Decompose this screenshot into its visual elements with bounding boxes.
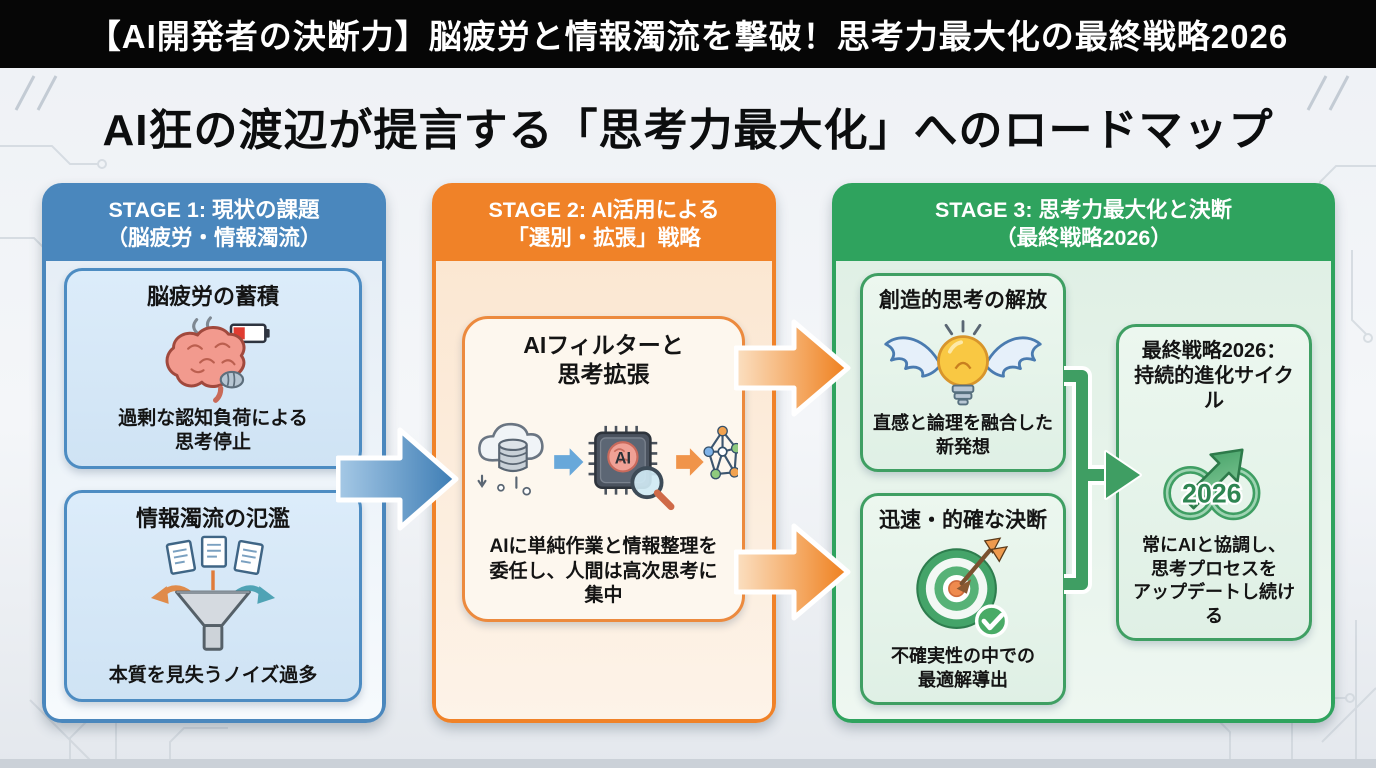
top-banner: 【AI開発者の決断力】脳疲労と情報濁流を撃破！思考力最大化の最終戦略2026 bbox=[0, 0, 1376, 68]
winged-lightbulb-icon bbox=[884, 320, 1042, 406]
decision-card: 迅速・的確な決断 不確実性の中での 最適解導出 bbox=[860, 493, 1066, 705]
brain-fatigue-caption: 過剰な認知負荷による 思考停止 bbox=[118, 407, 308, 454]
creative-thinking-caption: 直感と論理を融合した 新発想 bbox=[873, 413, 1053, 457]
stage3-merge-connector-arrow bbox=[1064, 366, 1142, 594]
ai-filter-card: AIフィルターと 思考拡張 bbox=[462, 316, 745, 622]
orange-step-arrow-icon bbox=[675, 447, 704, 476]
final-strategy-caption: 常にAIと協調し、 思考プロセスを アップデートし続ける bbox=[1133, 535, 1295, 626]
stage1-header: STAGE 1: 現状の課題 （脳疲労・情報濁流） bbox=[46, 187, 382, 261]
creative-thinking-title: 創造的思考の解放 bbox=[879, 289, 1047, 312]
growth-cycle-2026-icon: 2026 bbox=[1163, 448, 1261, 521]
ai-chip-magnifier-icon: AI bbox=[588, 425, 674, 510]
stage3-body: 創造的思考の解放 直感と論理を融合した 新発想 迅速・的 bbox=[836, 261, 1331, 719]
stage1-to-stage2-arrow bbox=[336, 427, 459, 531]
stage1-body: 脳疲労の蓄積 過剰な認知負荷による 思考停止 bbox=[46, 261, 382, 719]
bottom-strip bbox=[0, 759, 1376, 768]
stage1-panel: STAGE 1: 現状の課題 （脳疲労・情報濁流） 脳疲労の蓄積 bbox=[42, 183, 386, 723]
ai-filter-title: AIフィルターと 思考拡張 bbox=[523, 332, 684, 387]
target-arrow-check-icon bbox=[916, 537, 1009, 638]
cloud-database-icon bbox=[477, 422, 544, 496]
stage3-header: STAGE 3: 思考力最大化と決断 （最終戦略2026） bbox=[836, 187, 1331, 261]
creative-thinking-card: 創造的思考の解放 直感と論理を融合した 新発想 bbox=[860, 273, 1066, 472]
cycle-2026-label: 2026 bbox=[1182, 479, 1241, 509]
brain-fatigue-title: 脳疲労の蓄積 bbox=[146, 284, 279, 309]
final-strategy-card: 最終戦略2026： 持続的進化サイクル 2026 bbox=[1116, 324, 1312, 641]
brain-fatigue-card: 脳疲労の蓄積 過剰な認知負荷による 思考停止 bbox=[64, 268, 362, 469]
blue-step-arrow-icon bbox=[553, 447, 583, 476]
decision-caption: 不確実性の中での 最適解導出 bbox=[891, 646, 1035, 690]
stage3-panel: STAGE 3: 思考力最大化と決断 （最終戦略2026） 創造的思考の解放 bbox=[832, 183, 1335, 723]
information-funnel-icon bbox=[150, 536, 276, 652]
low-battery-icon bbox=[229, 322, 270, 343]
information-flood-caption: 本質を見失うノイズ過多 bbox=[108, 665, 318, 687]
page-title: AI狂の渡辺が提言する「思考力最大化」へのロードマップ bbox=[102, 106, 1274, 155]
ai-pipeline-icon: AI bbox=[477, 422, 738, 510]
stage2-to-stage3-arrow-top bbox=[734, 319, 851, 417]
stage2-to-stage3-arrow-bottom bbox=[734, 523, 851, 621]
information-flood-card: 情報濁流の氾濫 bbox=[64, 490, 362, 702]
final-strategy-title: 最終戦略2026： 持続的進化サイクル bbox=[1134, 340, 1294, 412]
chip-ai-label: AI bbox=[614, 449, 630, 467]
network-graph-icon bbox=[702, 425, 738, 480]
tired-brain-low-battery-icon bbox=[165, 315, 270, 403]
stage2-panel: STAGE 2: AI活用による 「選別・拡張」戦略 AIフィルターと 思考拡張 bbox=[432, 183, 776, 723]
stage2-header: STAGE 2: AI活用による 「選別・拡張」戦略 bbox=[436, 187, 772, 261]
information-flood-title: 情報濁流の氾濫 bbox=[135, 506, 290, 531]
banner-title: 【AI開発者の決断力】脳疲労と情報濁流を撃破！思考力最大化の最終戦略2026 bbox=[87, 18, 1289, 55]
ai-filter-caption: AIに単純作業と情報整理を 委任し、人間は高次思考に 集中 bbox=[489, 535, 718, 607]
stage2-body: AIフィルターと 思考拡張 bbox=[436, 261, 772, 719]
decision-title: 迅速・的確な決断 bbox=[879, 509, 1047, 532]
